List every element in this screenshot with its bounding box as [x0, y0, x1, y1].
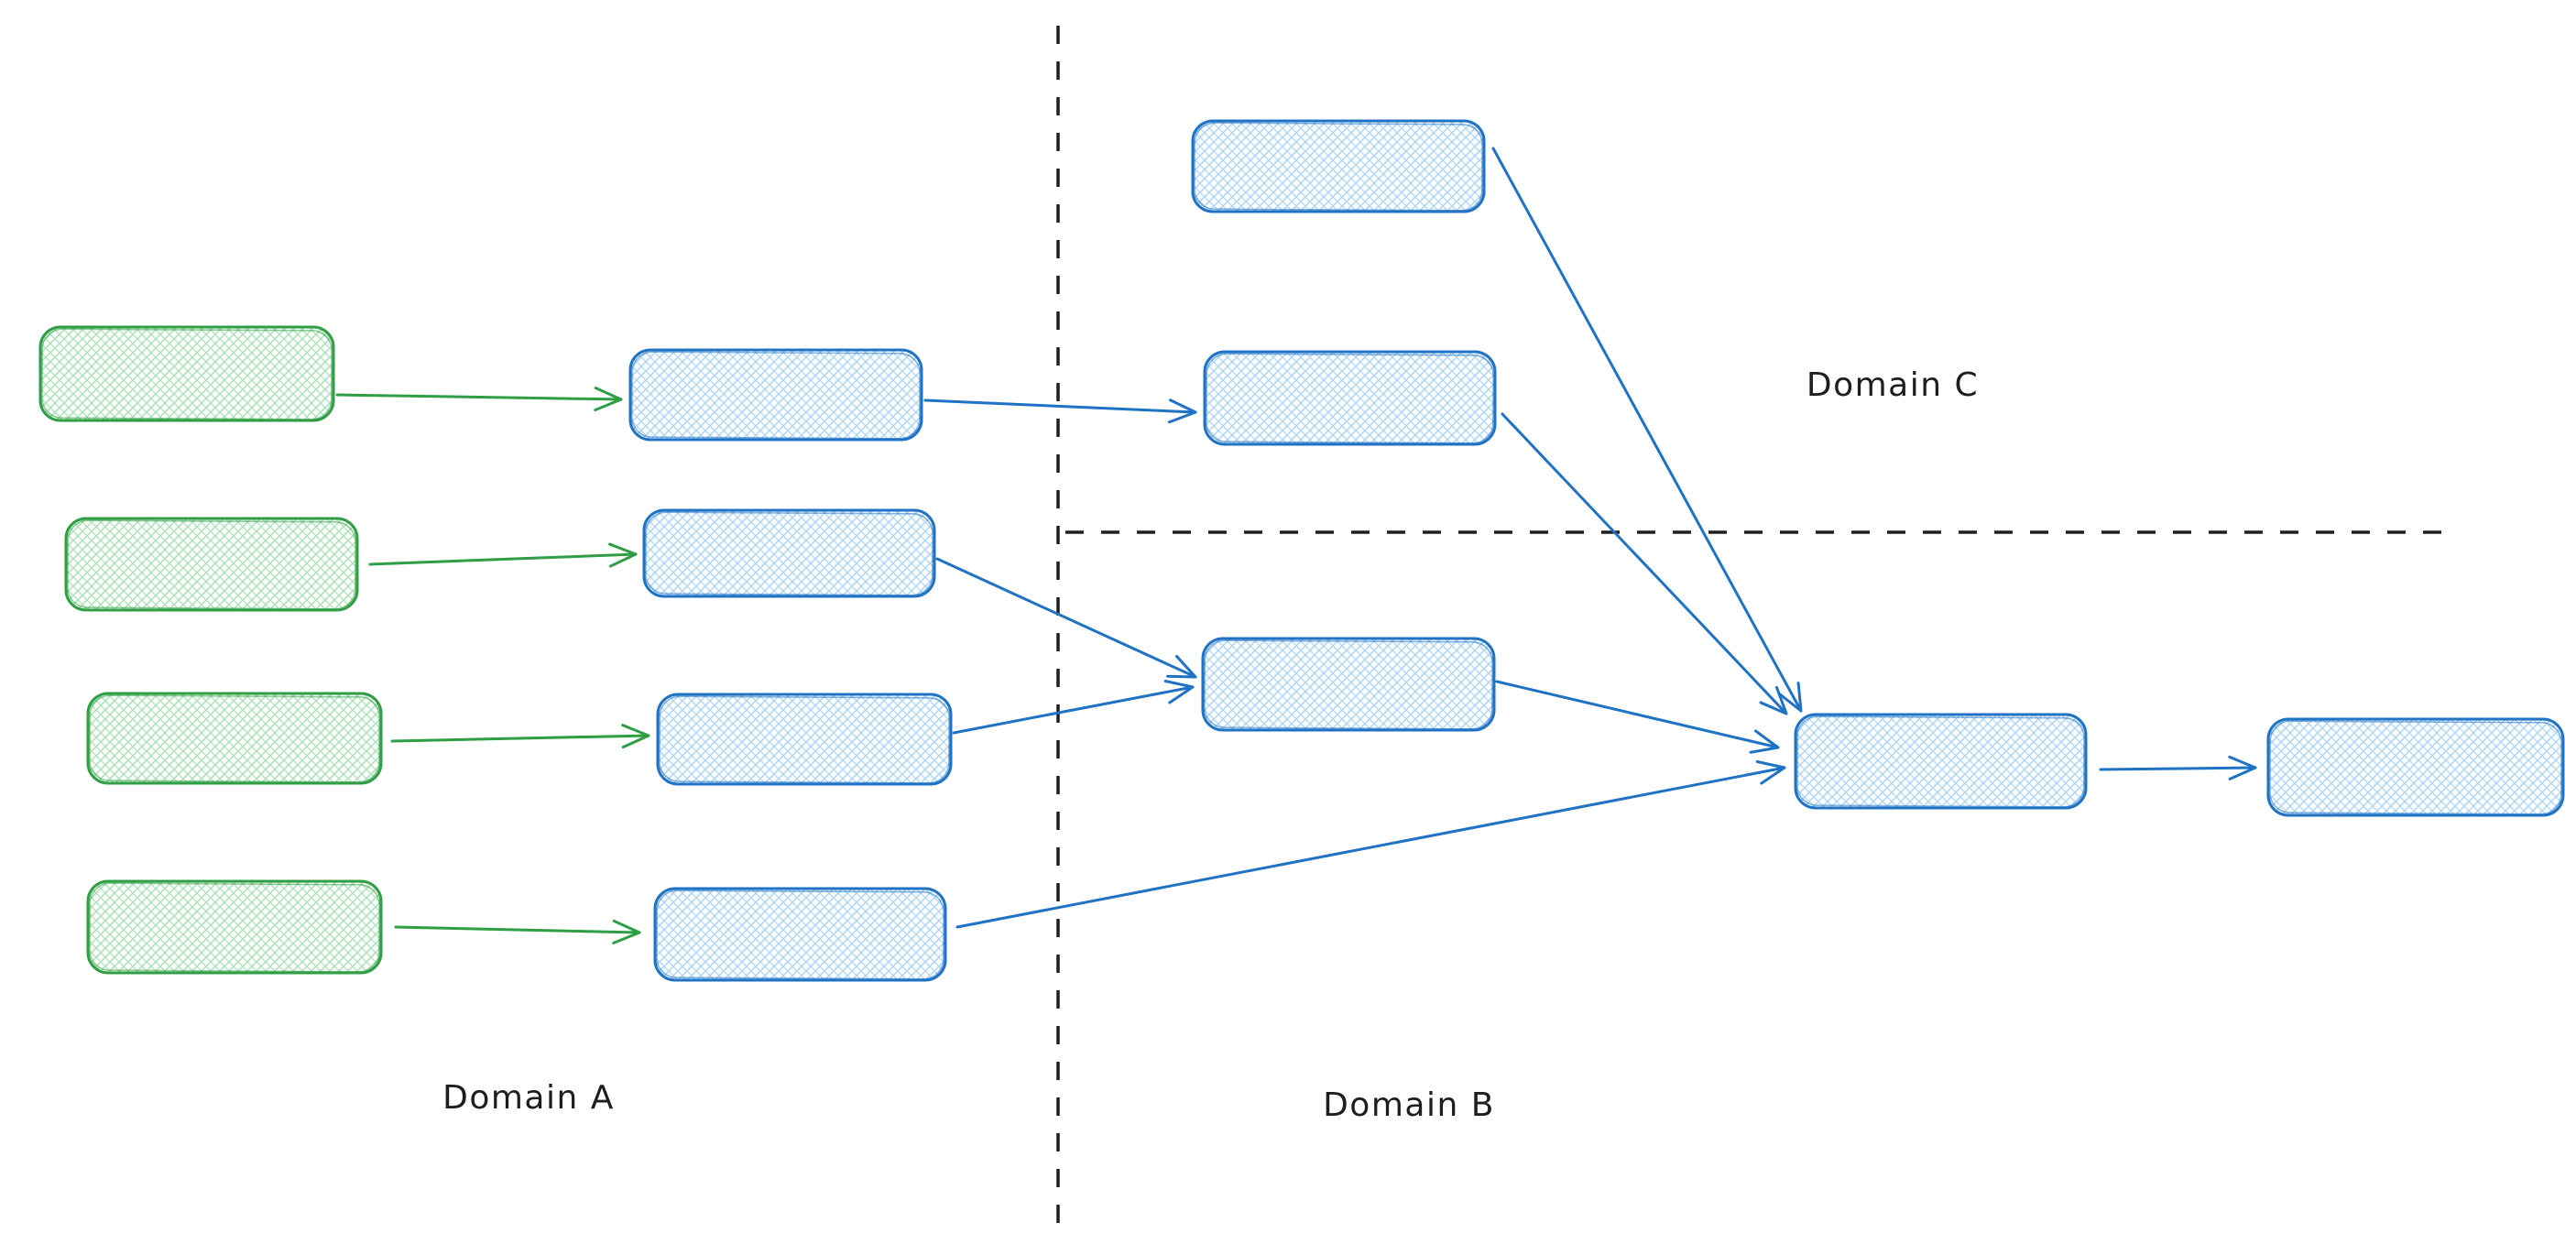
domain-b-label: Domain B — [1323, 1086, 1495, 1124]
arrow-g1-b1 — [335, 387, 623, 412]
node-blue-domain-c-top — [1191, 119, 1486, 213]
arrow-cmid-agg — [1501, 412, 1788, 715]
arrow-g4-b4 — [394, 919, 641, 944]
arrow-ctop-agg — [1491, 147, 1803, 713]
node-blue-stage1-1 — [628, 348, 923, 442]
node-green-source-4 — [86, 879, 383, 975]
domain-c-label: Domain C — [1806, 366, 1979, 404]
domain-a-label: Domain A — [442, 1079, 615, 1117]
arrow-b1-cmid — [923, 398, 1197, 424]
node-green-source-2 — [64, 517, 359, 612]
node-green-source-3 — [86, 692, 383, 785]
node-blue-stage1-3 — [656, 693, 953, 786]
arrow-b4-agg — [955, 760, 1786, 929]
arrow-b3-bmid — [952, 679, 1195, 735]
arrow-bmid-agg — [1495, 680, 1780, 754]
arrow-b2-bmid — [935, 557, 1197, 679]
node-blue-stage1-2 — [642, 508, 936, 598]
arrow-agg-final — [2099, 755, 2257, 780]
node-blue-stage1-4 — [653, 887, 947, 982]
node-green-source-1 — [38, 325, 335, 422]
arrow-g3-b3 — [390, 724, 650, 749]
node-blue-aggregator — [1794, 713, 2088, 810]
node-blue-domain-b-mid — [1201, 637, 1496, 732]
node-blue-domain-c-mid — [1203, 350, 1497, 446]
arrow-g2-b2 — [368, 542, 638, 568]
node-blue-final — [2266, 717, 2565, 817]
